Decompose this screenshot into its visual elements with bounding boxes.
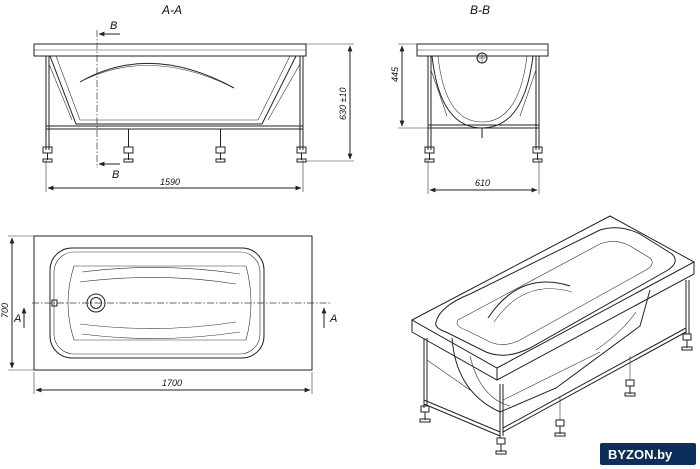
dimension-700-label: 700: [0, 303, 10, 318]
section-aa-view: A-A B B: [33, 3, 354, 192]
iso-backrest: [487, 281, 571, 319]
cut-mark-a-right: A: [329, 313, 337, 325]
plan-bottom: [67, 265, 252, 341]
iso-basin: [435, 227, 676, 356]
dimension-1590-label: 1590: [160, 177, 180, 187]
tub-rim-bb: [416, 43, 549, 57]
cut-mark-b-top: B: [110, 20, 117, 32]
dimension-height-aa: 630 ±10: [306, 43, 354, 162]
support-frame: [45, 56, 304, 150]
dimension-width-bb: 610: [427, 160, 540, 194]
iso-shell: [451, 289, 651, 413]
support-frame-bb: [427, 56, 540, 150]
dimension-length-aa: 1590: [45, 160, 304, 192]
watermark: BYZON.by: [600, 443, 696, 465]
section-aa-title: A-A: [161, 3, 182, 17]
iso-support-frame: [423, 280, 690, 438]
adjustable-feet-bb: [424, 146, 543, 163]
dimension-width-plan: 700: [0, 235, 34, 371]
watermark-text: BYZON.by: [608, 447, 673, 462]
tub-shell-bb: [431, 55, 534, 129]
dimension-1700-label: 1700: [162, 378, 182, 388]
iso-rim-top: [410, 215, 696, 369]
iso-adjustable-feet: [419, 333, 693, 455]
dimension-445-label: 445: [390, 66, 400, 82]
cut-mark-a-left: A: [13, 313, 21, 325]
adjustable-feet: [42, 129, 307, 163]
tub-shell: [49, 55, 297, 125]
tub-rim: [33, 43, 307, 57]
section-bb-view: B-B 610: [390, 3, 549, 194]
plan-view: A A 1700 700: [0, 235, 337, 394]
dimension-length-plan: 1700: [33, 372, 313, 394]
dimension-610-label: 610: [475, 178, 490, 188]
cut-mark-b-bottom: B: [112, 169, 119, 181]
backrest-curve: [79, 62, 235, 89]
isometric-view: [410, 215, 696, 455]
section-bb-title: B-B: [470, 3, 490, 17]
dimension-depth-bb: 445: [390, 43, 432, 129]
dimension-630-label: 630 ±10: [338, 88, 348, 120]
watermark-background: [600, 443, 696, 465]
